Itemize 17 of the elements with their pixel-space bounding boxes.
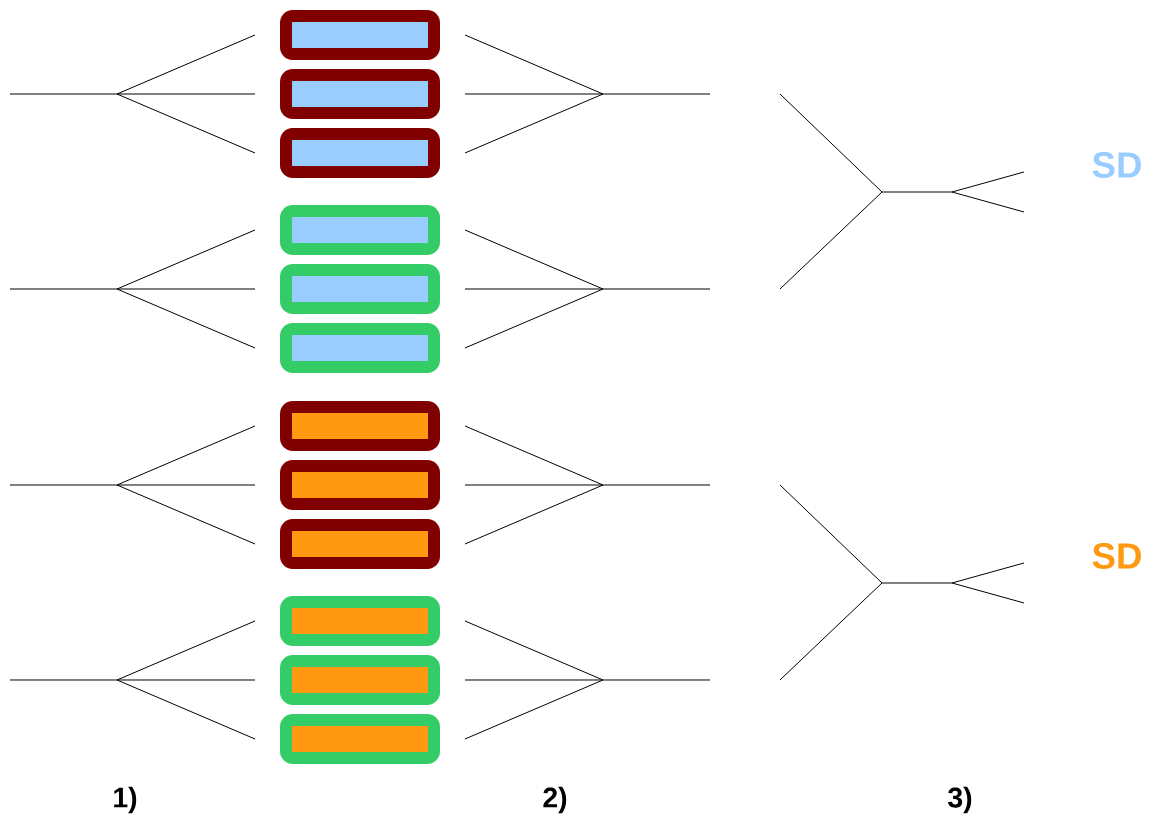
step-number: 3) xyxy=(948,786,972,814)
step-number: 1) xyxy=(114,786,137,814)
box xyxy=(280,10,440,60)
box xyxy=(280,460,440,510)
box xyxy=(280,519,440,569)
box xyxy=(280,264,440,314)
box xyxy=(280,205,440,255)
box xyxy=(280,596,440,646)
box xyxy=(280,128,440,178)
box xyxy=(280,401,440,451)
box xyxy=(280,714,440,764)
box xyxy=(280,323,440,373)
box xyxy=(280,655,440,705)
sd-label: SD xyxy=(1092,152,1141,178)
box xyxy=(280,69,440,119)
sd-label: SD xyxy=(1092,543,1141,569)
step-number: 2) xyxy=(543,786,567,814)
